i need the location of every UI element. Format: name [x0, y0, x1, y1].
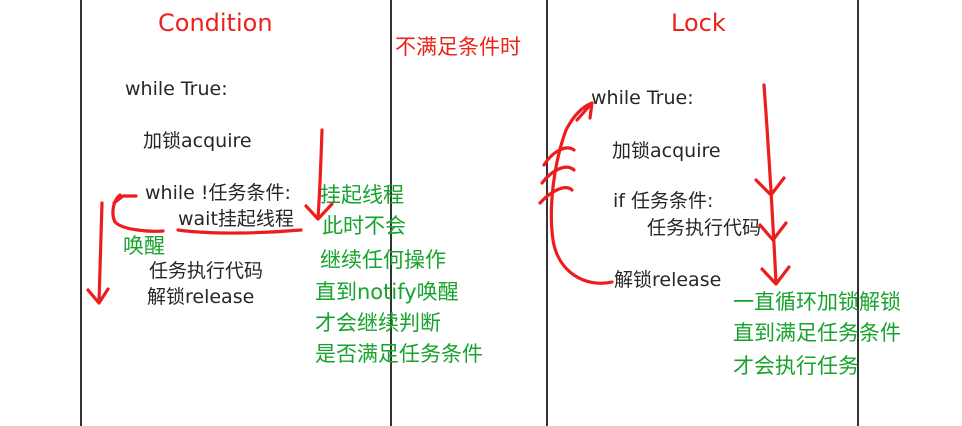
condition-release: 解锁release	[147, 286, 255, 308]
condition-while-true: while True:	[125, 78, 228, 100]
condition-note-line-5: 才会继续判断	[315, 311, 441, 335]
lock-loop-stroke-c	[538, 186, 574, 205]
lock-chevron-2	[758, 221, 788, 242]
lock-release: 解锁release	[614, 269, 722, 291]
lock-chevron-1	[754, 176, 786, 197]
lock-if-cond: if 任务条件:	[613, 190, 714, 212]
lock-note-line-3: 才会执行任务	[733, 354, 859, 378]
condition-note-line-1: 挂起线程	[320, 183, 404, 207]
condition-while-cond: while !任务条件:	[145, 182, 291, 204]
condition-title: Condition	[158, 9, 273, 37]
divider-line-4	[857, 0, 859, 426]
condition-task: 任务执行代码	[149, 260, 264, 282]
wait-underline	[176, 228, 303, 235]
condition-note-line-3: 继续任何操作	[320, 248, 446, 272]
divider-line-2	[390, 0, 392, 426]
condition-acquire: 加锁acquire	[143, 130, 252, 152]
lock-acquire: 加锁acquire	[612, 140, 721, 162]
lock-title: Lock	[671, 9, 726, 37]
condition-wait: wait挂起线程	[178, 208, 294, 230]
condition-note-line-2: 此时不会	[322, 214, 406, 238]
divider-line-3	[546, 0, 548, 426]
divider-line-1	[80, 0, 82, 426]
lock-loop-stroke-b	[540, 165, 576, 185]
condition-note-line-6: 是否满足任务条件	[315, 342, 483, 366]
lock-note-line-2: 直到满足任务条件	[733, 321, 901, 345]
lock-note-line-1: 一直循环加锁解锁	[733, 290, 901, 314]
lock-loop-arrow	[549, 101, 614, 285]
wake-note: 唤醒	[123, 234, 165, 258]
lock-loop-stroke-a	[542, 146, 576, 167]
suspend-down-arrow	[304, 128, 334, 221]
wait-loop-arrow	[111, 193, 165, 233]
lock-down-arrow	[760, 83, 791, 286]
left-down-arrow	[86, 201, 110, 305]
lock-while-true: while True:	[591, 87, 694, 109]
condition-note-line-4: 直到notify唤醒	[315, 280, 459, 304]
lock-task: 任务执行代码	[647, 217, 762, 239]
middle-label: 不满足条件时	[395, 35, 521, 59]
